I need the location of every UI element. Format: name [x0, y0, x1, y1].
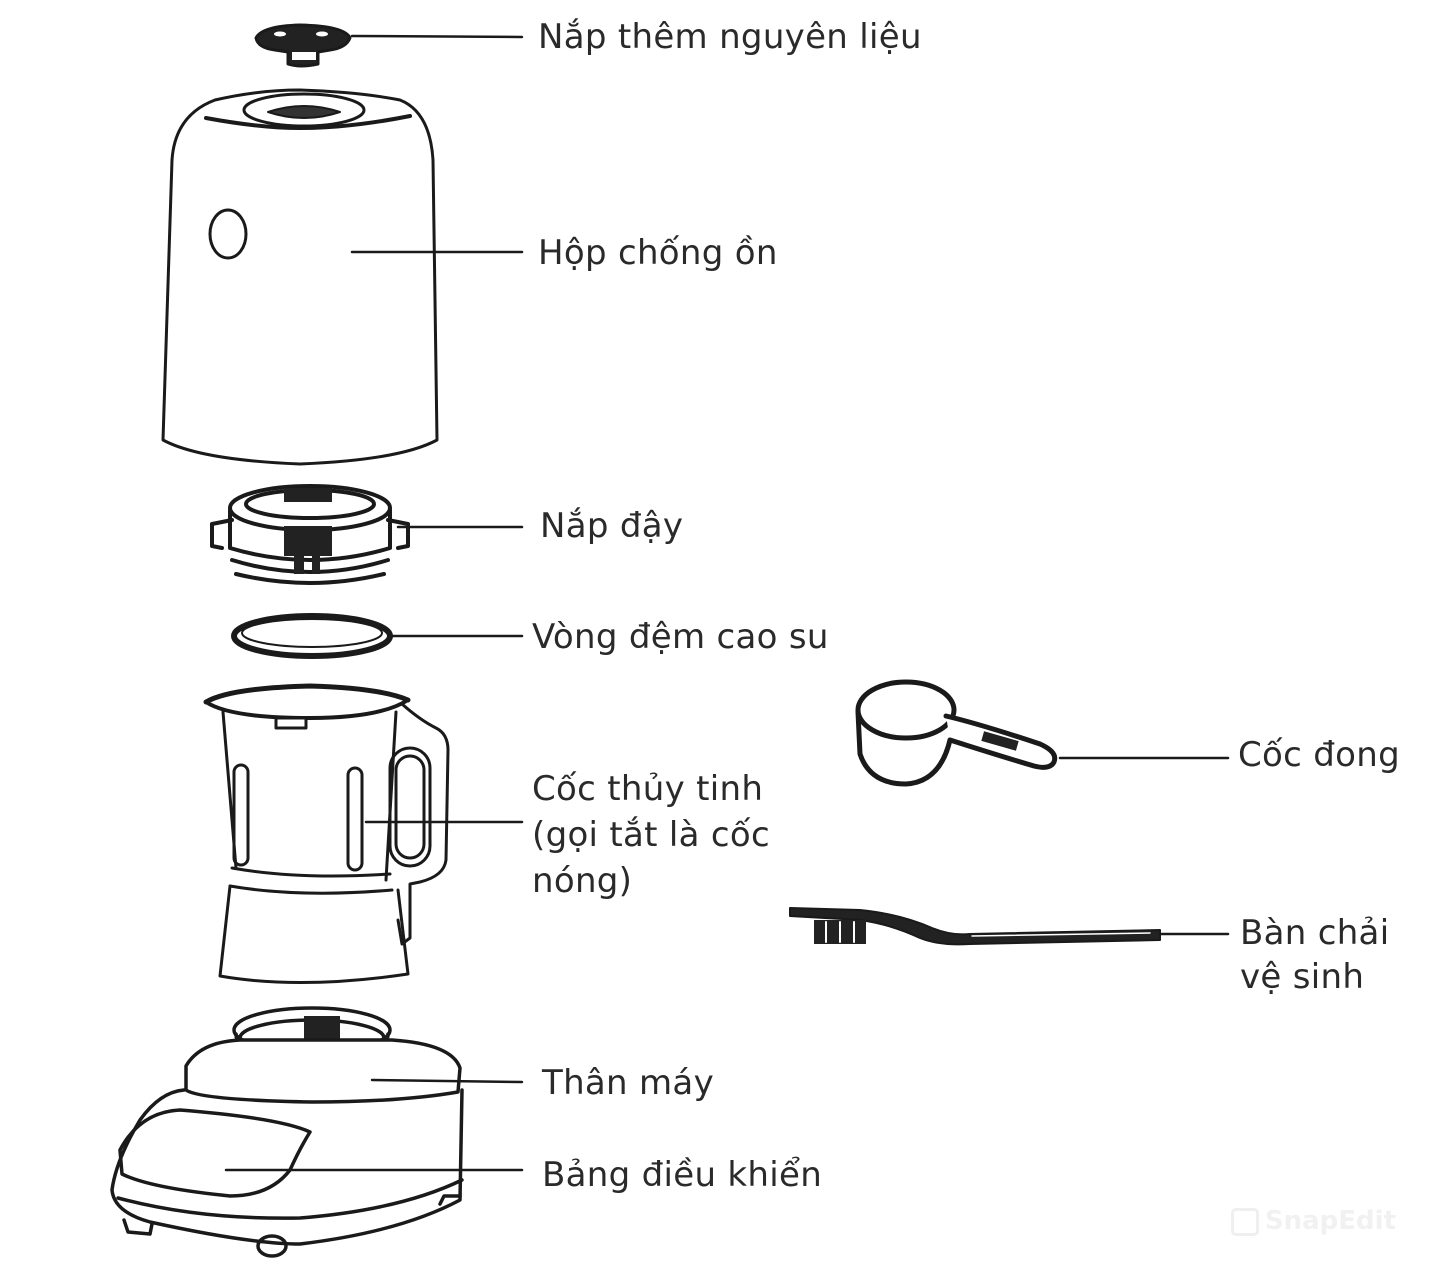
label-cleaning-brush-line-2: vệ sinh	[1240, 957, 1365, 997]
label-motor-base: Thân máy	[542, 1063, 714, 1103]
motor-base-illustration	[110, 1006, 464, 1258]
glass-jar-illustration	[203, 683, 450, 984]
cleaning-brush-illustration	[789, 907, 1161, 946]
label-feed-cap: Nắp thêm nguyên liệu	[538, 17, 922, 57]
measuring-cup-illustration	[855, 679, 1058, 787]
label-glass-jar-line-3: nóng)	[532, 861, 633, 901]
lid-illustration	[210, 484, 410, 585]
feed-cap-illustration	[254, 23, 352, 68]
label-lid: Nắp đậy	[540, 506, 684, 546]
label-measuring-cup: Cốc đong	[1238, 735, 1400, 775]
sound-shield-illustration	[161, 88, 439, 466]
label-rubber-gasket: Vòng đệm cao su	[532, 617, 829, 657]
watermark: SnapEdit	[1230, 1206, 1396, 1236]
snapedit-logo-icon	[1230, 1207, 1259, 1236]
leader-line-feed-cap	[350, 34, 524, 39]
label-sound-shield: Hộp chống ồn	[538, 233, 778, 273]
rubber-gasket-illustration	[231, 613, 393, 659]
label-glass-jar-line-2: (gọi tắt là cốc	[532, 815, 770, 855]
watermark-text: SnapEdit	[1264, 1206, 1396, 1236]
label-glass-jar-line-1: Cốc thủy tinh	[532, 769, 764, 809]
leader-line-motor-base	[370, 1078, 524, 1084]
label-cleaning-brush-line-1: Bàn chải	[1240, 913, 1390, 953]
label-control-panel: Bảng điều khiển	[542, 1155, 823, 1195]
